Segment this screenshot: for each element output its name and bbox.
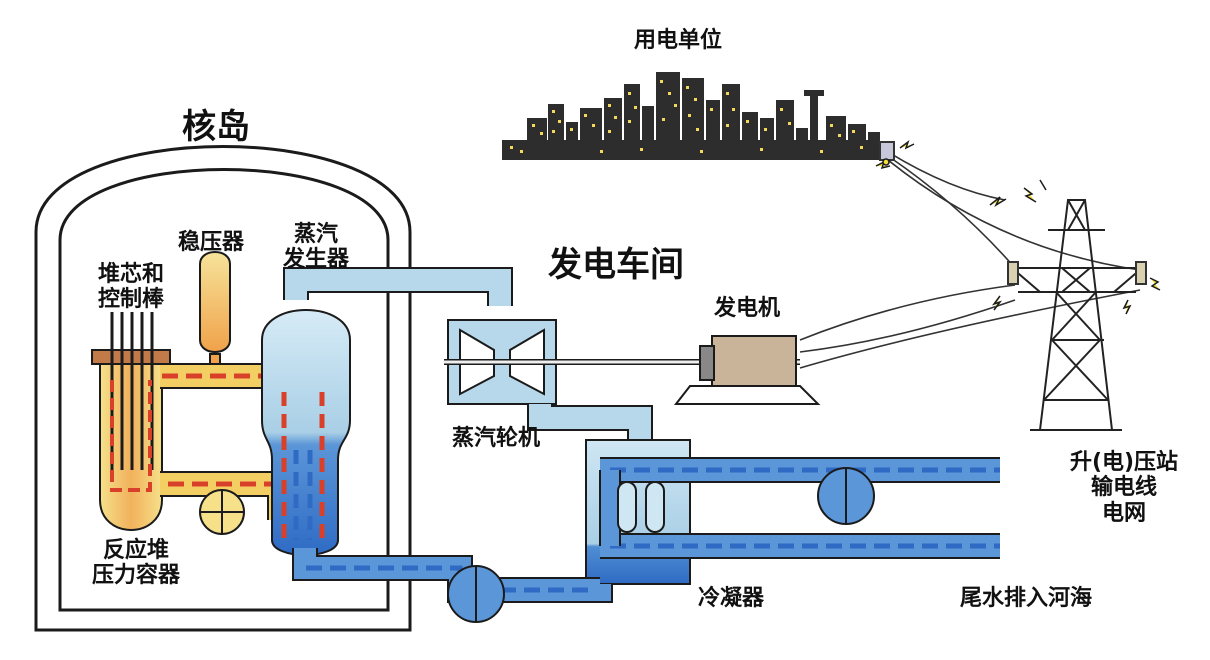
label-turbine: 蒸汽轮机	[452, 426, 541, 451]
label-consumers: 用电单位	[634, 28, 723, 53]
label-pressure-vessel-line2: 压力容器	[91, 563, 180, 589]
label-steam-generator-line2: 发生器	[282, 247, 349, 273]
label-grid-line3: 电网	[1101, 500, 1146, 526]
steam-generator	[261, 267, 513, 556]
label-steam-generator: 蒸汽 发生器	[276, 222, 356, 273]
turbine-set	[444, 319, 821, 440]
label-grid: 升(电)压站 输电线 电网	[1062, 450, 1186, 526]
label-core-rods-line1: 堆芯和	[98, 262, 165, 287]
transmission-tower	[879, 141, 1147, 431]
feedwater-loop	[292, 548, 613, 623]
label-condenser: 冷凝器	[698, 586, 765, 611]
label-pressure-vessel: 反应堆 压力容器	[76, 538, 196, 589]
label-discharge: 尾水排入河海	[960, 586, 1093, 611]
label-generator: 发电机	[714, 296, 781, 321]
transmission-lines	[799, 151, 1141, 369]
label-nuclear-island: 核岛	[182, 107, 250, 147]
label-grid-line1: 升(电)压站	[1069, 450, 1179, 475]
label-core-rods-line2: 控制棒	[98, 287, 165, 313]
label-pressurizer: 稳压器	[178, 230, 245, 255]
city-skyline	[502, 72, 880, 160]
label-steam-generator-line1: 蒸汽	[293, 222, 338, 247]
label-core-rods: 堆芯和 控制棒	[98, 262, 164, 313]
condenser	[585, 439, 1000, 585]
label-pressure-vessel-line1: 反应堆	[102, 538, 169, 563]
label-turbine-hall: 发电车间	[548, 245, 684, 285]
electric-sparks	[875, 139, 1161, 315]
label-grid-line2: 输电线	[1090, 475, 1157, 501]
